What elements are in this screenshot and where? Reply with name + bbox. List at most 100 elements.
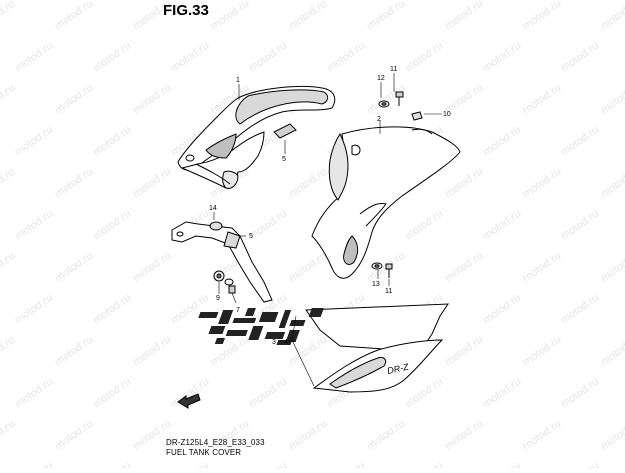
watermark-text: motod.ru [481, 460, 523, 468]
watermark-text: motod.ru [443, 0, 485, 32]
callout-10: 10 [443, 111, 451, 118]
watermark-text: motod.ru [53, 334, 95, 369]
screw-part-10 [411, 111, 423, 121]
model-code-caption: DR-Z125L4_E28_E33_033 [166, 438, 265, 447]
decal-pattern-block [208, 326, 226, 334]
watermark-text: motod.ru [0, 0, 17, 32]
decal-pattern-block [225, 330, 248, 336]
watermark-text: motod.ru [91, 124, 133, 159]
washer-part-13 [371, 262, 383, 270]
watermark-text: motod.ru [481, 376, 523, 411]
watermark-text: motod.ru [287, 0, 329, 32]
watermark-text: motod.ru [403, 460, 445, 468]
watermark-text: motod.ru [521, 250, 563, 285]
bolt-part-7 [224, 278, 236, 294]
decal-lower-part-4: DR-Z [312, 339, 444, 393]
watermark-text: motod.ru [443, 250, 485, 285]
watermark-text: motod.ru [0, 418, 17, 453]
callout-11-lower: 11 [385, 288, 392, 295]
watermark-text: motod.ru [443, 166, 485, 201]
callout-13: 13 [372, 281, 380, 288]
watermark-text: motod.ru [53, 166, 95, 201]
watermark-text: motod.ru [287, 166, 329, 201]
leader-lines [213, 73, 442, 387]
decal-pattern [198, 308, 324, 345]
watermark-text: motod.ru [403, 376, 445, 411]
watermark-text: motod.ru [53, 418, 95, 453]
watermark-text: motod.ru [13, 124, 55, 159]
decal-pattern-block [214, 338, 225, 344]
watermark-text: motod.ru [13, 376, 55, 411]
watermark-text: motod.ru [325, 40, 367, 75]
watermark-text: motod.ru [481, 124, 523, 159]
figure-title: FIG.33 [163, 2, 209, 19]
watermark-text: motod.ru [365, 82, 407, 117]
watermark-text: motod.ru [521, 166, 563, 201]
callout-14: 14 [209, 205, 217, 212]
watermark-text: motod.ru [559, 460, 601, 468]
watermark-text: motod.ru [131, 334, 173, 369]
watermark-text: motod.ru [521, 334, 563, 369]
direction-arrow-icon [177, 393, 201, 409]
right-tank-cover-part-2 [311, 126, 461, 279]
watermark-text: motod.ru [559, 208, 601, 243]
decal-lettering: DR-Z [386, 362, 410, 376]
callout-7: 7 [236, 307, 240, 314]
decal-upper-part-3 [198, 303, 449, 351]
callout-1: 1 [236, 77, 240, 84]
watermark-text: motod.ru [443, 334, 485, 369]
decal-pattern-block [258, 312, 279, 322]
watermark-text: motod.ru [599, 0, 625, 32]
callout-9: 9 [216, 295, 220, 302]
cushion-part-5-upper [273, 123, 297, 139]
watermark-text: motod.ru [13, 208, 55, 243]
watermark-text: motod.ru [403, 40, 445, 75]
watermark-text: motod.ru [91, 208, 133, 243]
watermark-text: motod.ru [0, 166, 17, 201]
watermark-text: motod.ru [365, 0, 407, 32]
watermark-text: motod.ru [91, 40, 133, 75]
watermark-text: motod.ru [247, 376, 289, 411]
watermark-text: motod.ru [599, 334, 625, 369]
watermark-text: motod.ru [481, 292, 523, 327]
watermark-text: motod.ru [13, 40, 55, 75]
decal-pattern-block [264, 332, 286, 339]
watermark-text: motod.ru [559, 40, 601, 75]
watermark-text: motod.ru [0, 334, 17, 369]
cushion-part-9 [213, 270, 225, 282]
callout-5-lower: 5 [249, 233, 253, 240]
watermark-text: motod.ru [53, 0, 95, 32]
watermark-text: motod.ru [521, 82, 563, 117]
watermark-text: motod.ru [0, 82, 17, 117]
watermark-text: motod.ru [599, 250, 625, 285]
decal-pattern-block [308, 308, 324, 317]
watermark-text: motod.ru [53, 250, 95, 285]
decal-pattern-block [218, 310, 234, 324]
decal-pattern-block [244, 308, 256, 316]
decal-pattern-block [232, 318, 257, 323]
watermark-text: motod.ru [13, 460, 55, 468]
watermark-text: motod.ru [169, 460, 211, 468]
watermark-text: motod.ru [403, 208, 445, 243]
decal-pattern-block [289, 320, 306, 326]
watermark-text: motod.ru [53, 82, 95, 117]
decal-pattern-block [198, 312, 219, 318]
watermark-text: motod.ru [559, 376, 601, 411]
watermark-text: motod.ru [0, 250, 17, 285]
callout-12: 12 [377, 75, 385, 82]
watermark-text: motod.ru [131, 250, 173, 285]
watermark-text: motod.ru [209, 0, 251, 32]
grommet-part-14 [209, 221, 223, 231]
watermark-text: motod.ru [599, 418, 625, 453]
watermark-text: motod.ru [325, 460, 367, 468]
watermark-text: motod.ru [169, 40, 211, 75]
watermark-text: motod.ru [131, 82, 173, 117]
watermark-text: motod.ru [247, 208, 289, 243]
watermark-text: motod.ru [131, 166, 173, 201]
watermark-text: motod.ru [91, 460, 133, 468]
left-tank-cover-part-1 [177, 86, 336, 189]
watermark-text: motod.ru [599, 82, 625, 117]
watermark-text: motod.ru [209, 334, 251, 369]
callout-5-upper: 5 [282, 156, 286, 163]
